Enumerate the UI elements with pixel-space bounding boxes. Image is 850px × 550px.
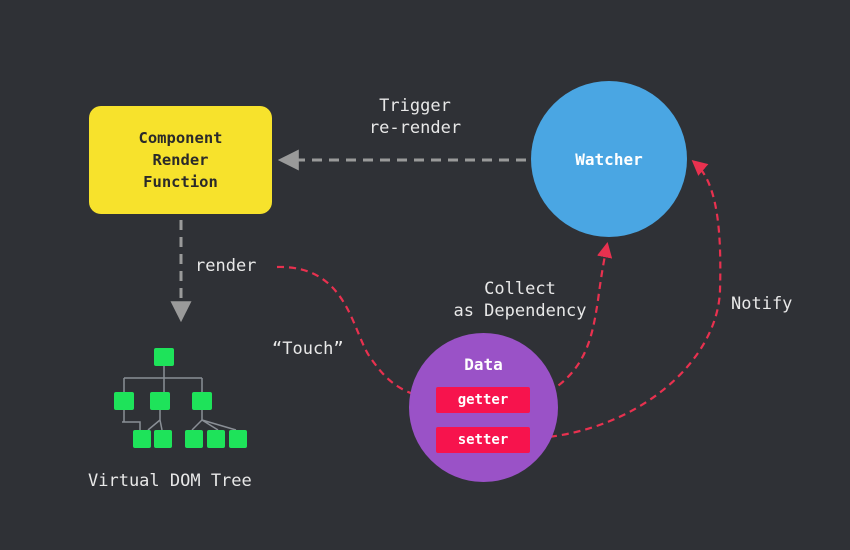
component-line-3: Function [143, 173, 218, 191]
data-label: Data [464, 355, 503, 374]
virtual-dom-tree-label: Virtual DOM Tree [88, 471, 252, 491]
vdom-tree-nodes [114, 348, 247, 448]
tree-node [114, 392, 134, 410]
getter-pill: getter [436, 387, 530, 413]
tree-node [154, 430, 172, 448]
vdom-tree-edges [122, 366, 237, 431]
tree-node [133, 430, 151, 448]
notify-arrow [537, 159, 722, 440]
collect-label: Collect as Dependency [440, 278, 600, 322]
tree-node [154, 348, 174, 366]
tree-node [229, 430, 247, 448]
watcher-label: Watcher [575, 149, 643, 169]
notify-label: Notify [731, 294, 793, 314]
trigger-label-line-2: re-render [368, 118, 462, 138]
collect-label-line-2: as Dependency [453, 301, 587, 321]
touch-arrow [276, 265, 432, 404]
setter-pill: setter [436, 427, 530, 453]
component-render-function-box: Component Render Function [89, 106, 272, 214]
collect-arrow [537, 241, 613, 399]
trigger-label-line-1: Trigger [379, 96, 451, 116]
trigger-label: Trigger re-render [350, 95, 480, 139]
watcher-circle: Watcher [531, 81, 687, 237]
tree-node [185, 430, 203, 448]
tree-node [207, 430, 225, 448]
component-line-2: Render [152, 151, 209, 169]
touch-label: “Touch” [272, 339, 344, 359]
collect-label-line-1: Collect [484, 279, 556, 299]
tree-node [150, 392, 170, 410]
render-label: render [195, 256, 257, 276]
tree-node [192, 392, 212, 410]
component-line-1: Component [138, 129, 223, 147]
